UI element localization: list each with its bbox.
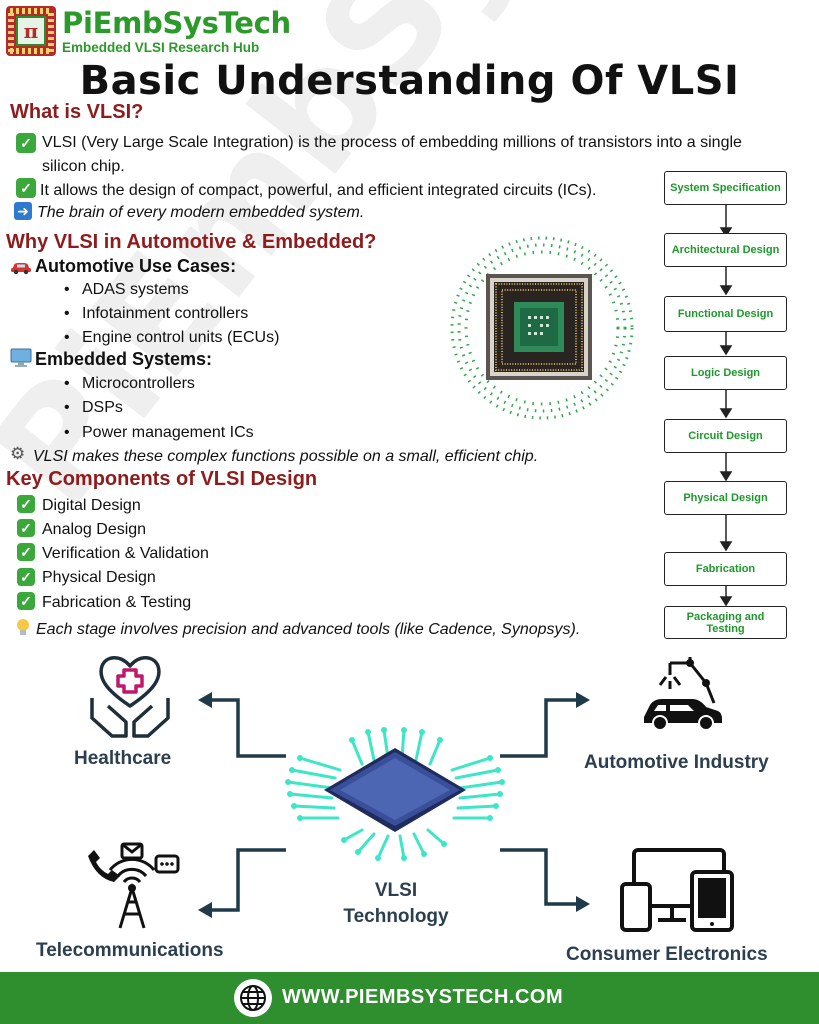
components-heading: Key Components of VLSI Design [6, 468, 318, 490]
check-mark-icon: ✓ [16, 133, 36, 153]
flow-step: Packaging and Testing [664, 606, 787, 639]
logo-pi-glyph: π [16, 16, 46, 46]
footer-bar [0, 972, 819, 1024]
microchip-illustration [450, 236, 634, 420]
applications-diagram [198, 692, 590, 918]
component-item: Fabrication & Testing [42, 594, 192, 611]
car-icon [11, 263, 31, 275]
check-mark-icon: ✓ [17, 543, 35, 561]
component-item: Verification & Validation [42, 545, 209, 562]
why-heading: Why VLSI in Automotive & Embedded? [6, 231, 377, 253]
brand-tagline: Embedded VLSI Research Hub [62, 40, 260, 55]
automotive-item: ADAS systems [64, 281, 189, 299]
flow-step: Circuit Design [664, 419, 787, 453]
healthcare-label: Healthcare [74, 748, 172, 769]
what-is-heading: What is VLSI? [10, 101, 144, 123]
vlsi-label: VLSI [374, 880, 418, 901]
computer-icon [10, 348, 32, 367]
telecommunications-label: Telecommunications [36, 940, 224, 961]
automotive-item: Engine control units (ECUs) [64, 329, 279, 347]
automotive-item: Infotainment controllers [64, 305, 248, 323]
website-link[interactable]: WWW.PIEMBSYSTECH.COM [282, 986, 564, 1008]
flow-step: System Specification [664, 171, 787, 205]
gear-icon: ⚙ [10, 444, 26, 463]
embedded-item: Power management ICs [64, 424, 254, 442]
embedded-item: Microcontrollers [64, 375, 195, 393]
flow-step: Physical Design [664, 481, 787, 515]
flow-step: Logic Design [664, 356, 787, 390]
check-mark-icon: ✓ [17, 519, 35, 537]
automotive-industry-label: Automotive Industry [584, 752, 769, 773]
car-robot-icon [644, 657, 722, 731]
devices-icon [620, 848, 734, 932]
page-title: Basic Understanding Of VLSI [79, 58, 740, 104]
check-mark-icon: ✓ [17, 568, 35, 586]
component-item: Digital Design [42, 497, 141, 514]
what-is-point-1-line-2: silicon chip. [42, 158, 125, 175]
what-is-note: The brain of every modern embedded syste… [37, 204, 365, 221]
brand-logo: π [6, 6, 56, 56]
globe-icon [234, 979, 272, 1017]
telecom-tower-icon [88, 842, 180, 929]
components-note: Each stage involves precision and advanc… [36, 621, 581, 638]
healthcare-icon [90, 656, 170, 738]
component-item: Analog Design [42, 521, 147, 538]
what-is-point-1-line-1: VLSI (Very Large Scale Integration) is t… [42, 134, 742, 151]
embedded-label: Embedded Systems: [35, 349, 213, 369]
flow-arrows [719, 205, 733, 607]
right-arrow-icon: ➜ [14, 202, 32, 220]
automotive-label: Automotive Use Cases: [35, 256, 237, 276]
embedded-item: DSPs [64, 399, 123, 417]
what-is-point-2: It allows the design of compact, powerfu… [40, 182, 597, 199]
brand-name: PiEmbSysTech [62, 6, 291, 40]
component-item: Physical Design [42, 569, 156, 586]
flow-step: Fabrication [664, 552, 787, 586]
check-mark-icon: ✓ [17, 495, 35, 513]
why-note: VLSI makes these complex functions possi… [33, 448, 539, 465]
consumer-electronics-label: Consumer Electronics [566, 944, 768, 965]
technology-label: Technology [343, 906, 449, 927]
light-bulb-icon [17, 619, 29, 635]
check-mark-icon: ✓ [17, 592, 35, 610]
check-mark-icon: ✓ [16, 178, 36, 198]
flow-step: Architectural Design [664, 233, 787, 267]
flow-step: Functional Design [664, 296, 787, 332]
